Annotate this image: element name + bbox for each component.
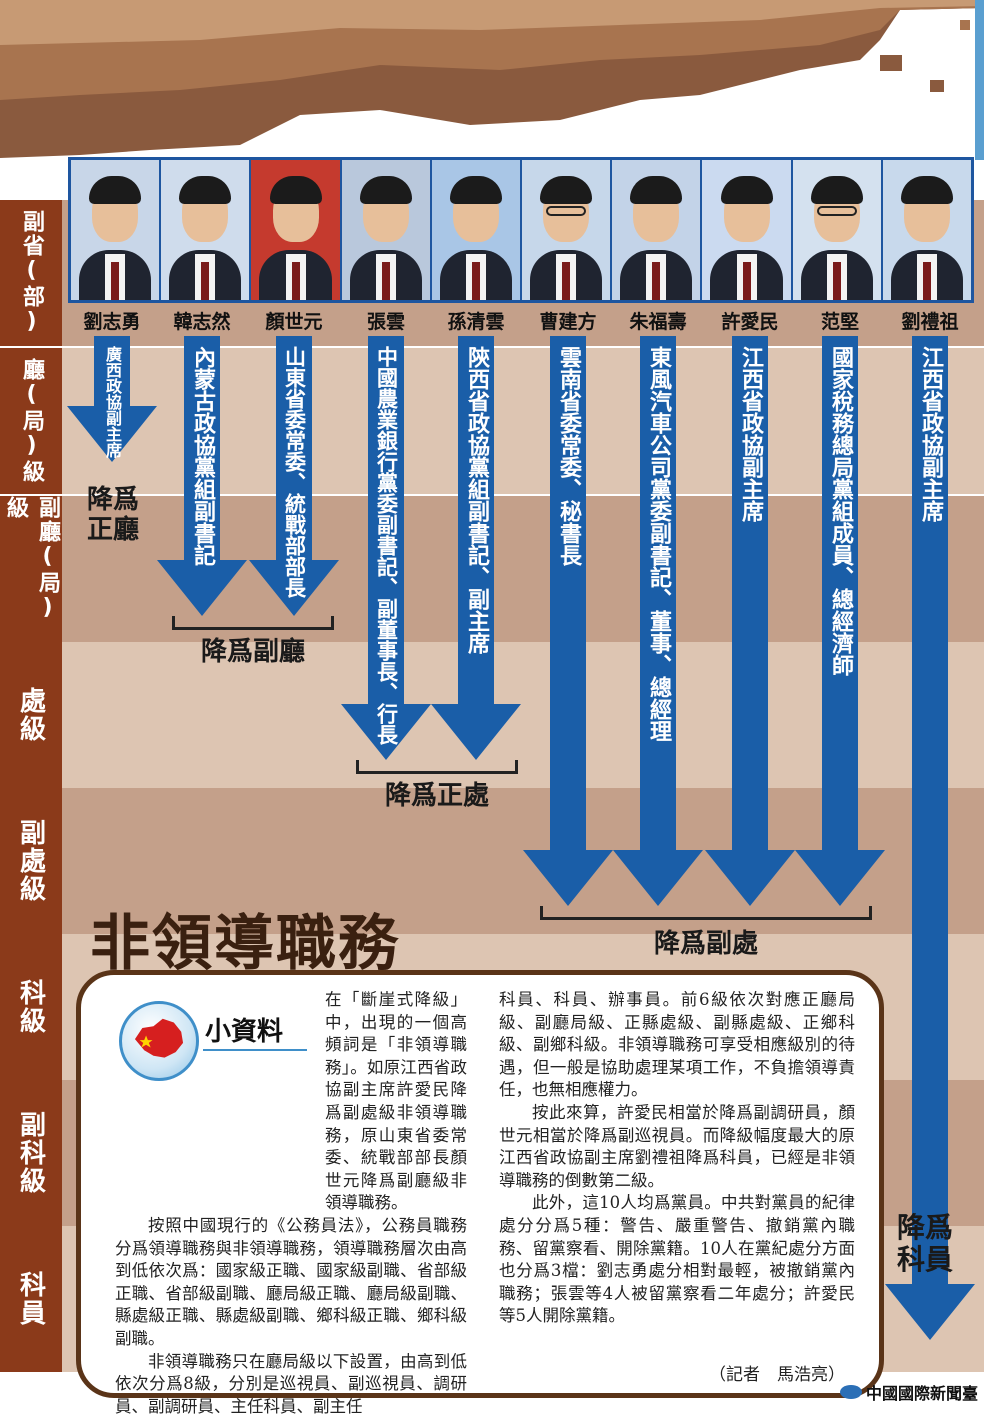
logo-icon <box>840 1385 862 1399</box>
official-portrait <box>702 160 790 300</box>
demote-ke-yuan: 降爲科員 <box>890 1212 960 1276</box>
demote-zheng-chu: 降爲正處 <box>356 782 518 812</box>
official-name: 朱福壽 <box>614 307 702 334</box>
official-portrait <box>612 160 700 300</box>
official-portrait <box>793 160 881 300</box>
official-post: 廣西政協副主席 <box>104 346 120 458</box>
official-name: 劉禮祖 <box>886 307 974 334</box>
demote-fu-ting: 降爲副廳 <box>172 638 334 668</box>
level-label: 處級 <box>0 642 62 790</box>
portrait-hair <box>179 176 231 204</box>
official-portrait <box>883 160 971 300</box>
portrait-tie <box>562 262 570 300</box>
portrait-hair <box>721 176 773 204</box>
info-paragraph: 在「斷崖式降級」中，出現的一個高頻詞是「非領導職務」。如原江西省政協副主席許愛民… <box>115 989 467 1215</box>
portrait-tie <box>292 262 300 300</box>
portrait-strip <box>68 157 974 303</box>
official-post: 江西省政協副主席 <box>739 346 761 522</box>
portrait-hair <box>270 176 322 204</box>
official-name: 許愛民 <box>706 307 794 334</box>
info-column-2: 科員、科員、辦事員。前6級依次對應正廳局級、副廳局級、正縣處級、副縣處級、正鄉科… <box>499 989 855 1328</box>
demote-zheng-ting: 降爲正廳 <box>80 486 146 546</box>
official-portrait <box>522 160 610 300</box>
official-name: 范堅 <box>796 307 884 334</box>
official-post: 中國農業銀行黨委副書記、副董事長、行長 <box>376 346 397 745</box>
portrait-tie <box>743 262 751 300</box>
info-paragraph: 按此來算，許愛民相當於降爲副調研員，顏世元相當於降爲副巡視員。而降級幅度最大的原… <box>499 1102 855 1192</box>
bracket-zheng-chu <box>356 760 518 774</box>
source-logo: 中國國際新聞臺 <box>840 1380 978 1404</box>
official-name: 曹建方 <box>524 307 612 334</box>
portrait-hair <box>89 176 141 204</box>
portrait-tie <box>382 262 390 300</box>
official-post: 內蒙古政協黨組副書記 <box>191 346 213 566</box>
info-paragraph: 按照中國現行的《公務員法》，公務員職務分爲領導職務與非領導職務，領導職務層次由高… <box>115 1215 467 1351</box>
level-label: 廳(局)級 <box>0 348 62 496</box>
official-portrait <box>71 160 159 300</box>
portrait-hair <box>811 176 863 204</box>
demote-fu-chu: 降爲副處 <box>540 930 872 960</box>
info-paragraph: 此外，這10人均爲黨員。中共對黨員的紀律處分分爲5種：警告、嚴重警告、撤銷黨內職… <box>499 1192 855 1328</box>
level-label: 副處級 <box>0 788 62 936</box>
official-post: 國家稅務總局黨組成員、總經濟師 <box>829 346 851 676</box>
portrait-tie <box>111 262 119 300</box>
official-post: 東風汽車公司黨委副書記、董事、總經理 <box>647 346 669 742</box>
bracket-fu-chu <box>540 906 872 920</box>
level-label: 副廳(局)級 <box>0 496 62 644</box>
official-portrait <box>251 160 339 300</box>
official-portrait <box>432 160 520 300</box>
official-portrait <box>342 160 430 300</box>
portrait-glasses <box>546 206 586 216</box>
official-post: 陝西省政協黨組副書記、副主席 <box>465 346 487 654</box>
portrait-tie <box>652 262 660 300</box>
official-name: 張雲 <box>342 307 430 334</box>
info-box: 小資料 在「斷崖式降級」中，出現的一個高頻詞是「非領導職務」。如原江西省政協副主… <box>76 970 884 1398</box>
level-label: 科員 <box>0 1226 62 1374</box>
portrait-hair <box>901 176 953 204</box>
cliff-illustration <box>0 0 984 160</box>
portrait-hair <box>450 176 502 204</box>
bracket-fu-ting <box>172 616 334 630</box>
portrait-hair <box>540 176 592 204</box>
official-name: 顏世元 <box>250 307 338 334</box>
level-label: 科級 <box>0 934 62 1082</box>
official-portrait <box>161 160 249 300</box>
portrait-tie <box>923 262 931 300</box>
official-post: 山東省委常委、統戰部部長 <box>284 346 305 598</box>
portrait-glasses <box>817 206 857 216</box>
portrait-tie <box>472 262 480 300</box>
info-paragraph: 科員、科員、辦事員。前6級依次對應正廳局級、副廳局級、正縣處級、副縣處級、正鄉科… <box>499 989 855 1102</box>
portrait-hair <box>360 176 412 204</box>
official-post: 雲南省委常委、秘書長 <box>557 346 579 566</box>
portrait-hair <box>630 176 682 204</box>
info-paragraph: 非領導職務只在廳局級以下設置，由高到低依次分爲8級，分別是巡視員、副巡視員、調研… <box>115 1351 467 1418</box>
level-label: 副省(部) <box>0 200 62 348</box>
portrait-tie <box>833 262 841 300</box>
level-label: 副科級 <box>0 1080 62 1228</box>
official-post: 江西省政協副主席 <box>919 346 941 522</box>
main-title: 非領導職務 <box>90 895 400 982</box>
portrait-tie <box>201 262 209 300</box>
byline: （記者 馬浩亮） <box>709 1360 845 1385</box>
info-column-1: 在「斷崖式降級」中，出現的一個高頻詞是「非領導職務」。如原江西省政協副主席許愛民… <box>115 989 467 1418</box>
official-name: 韓志然 <box>158 307 246 334</box>
official-name: 劉志勇 <box>68 307 156 334</box>
official-name: 孫清雲 <box>432 307 520 334</box>
logo-text: 中國國際新聞臺 <box>866 1380 978 1404</box>
